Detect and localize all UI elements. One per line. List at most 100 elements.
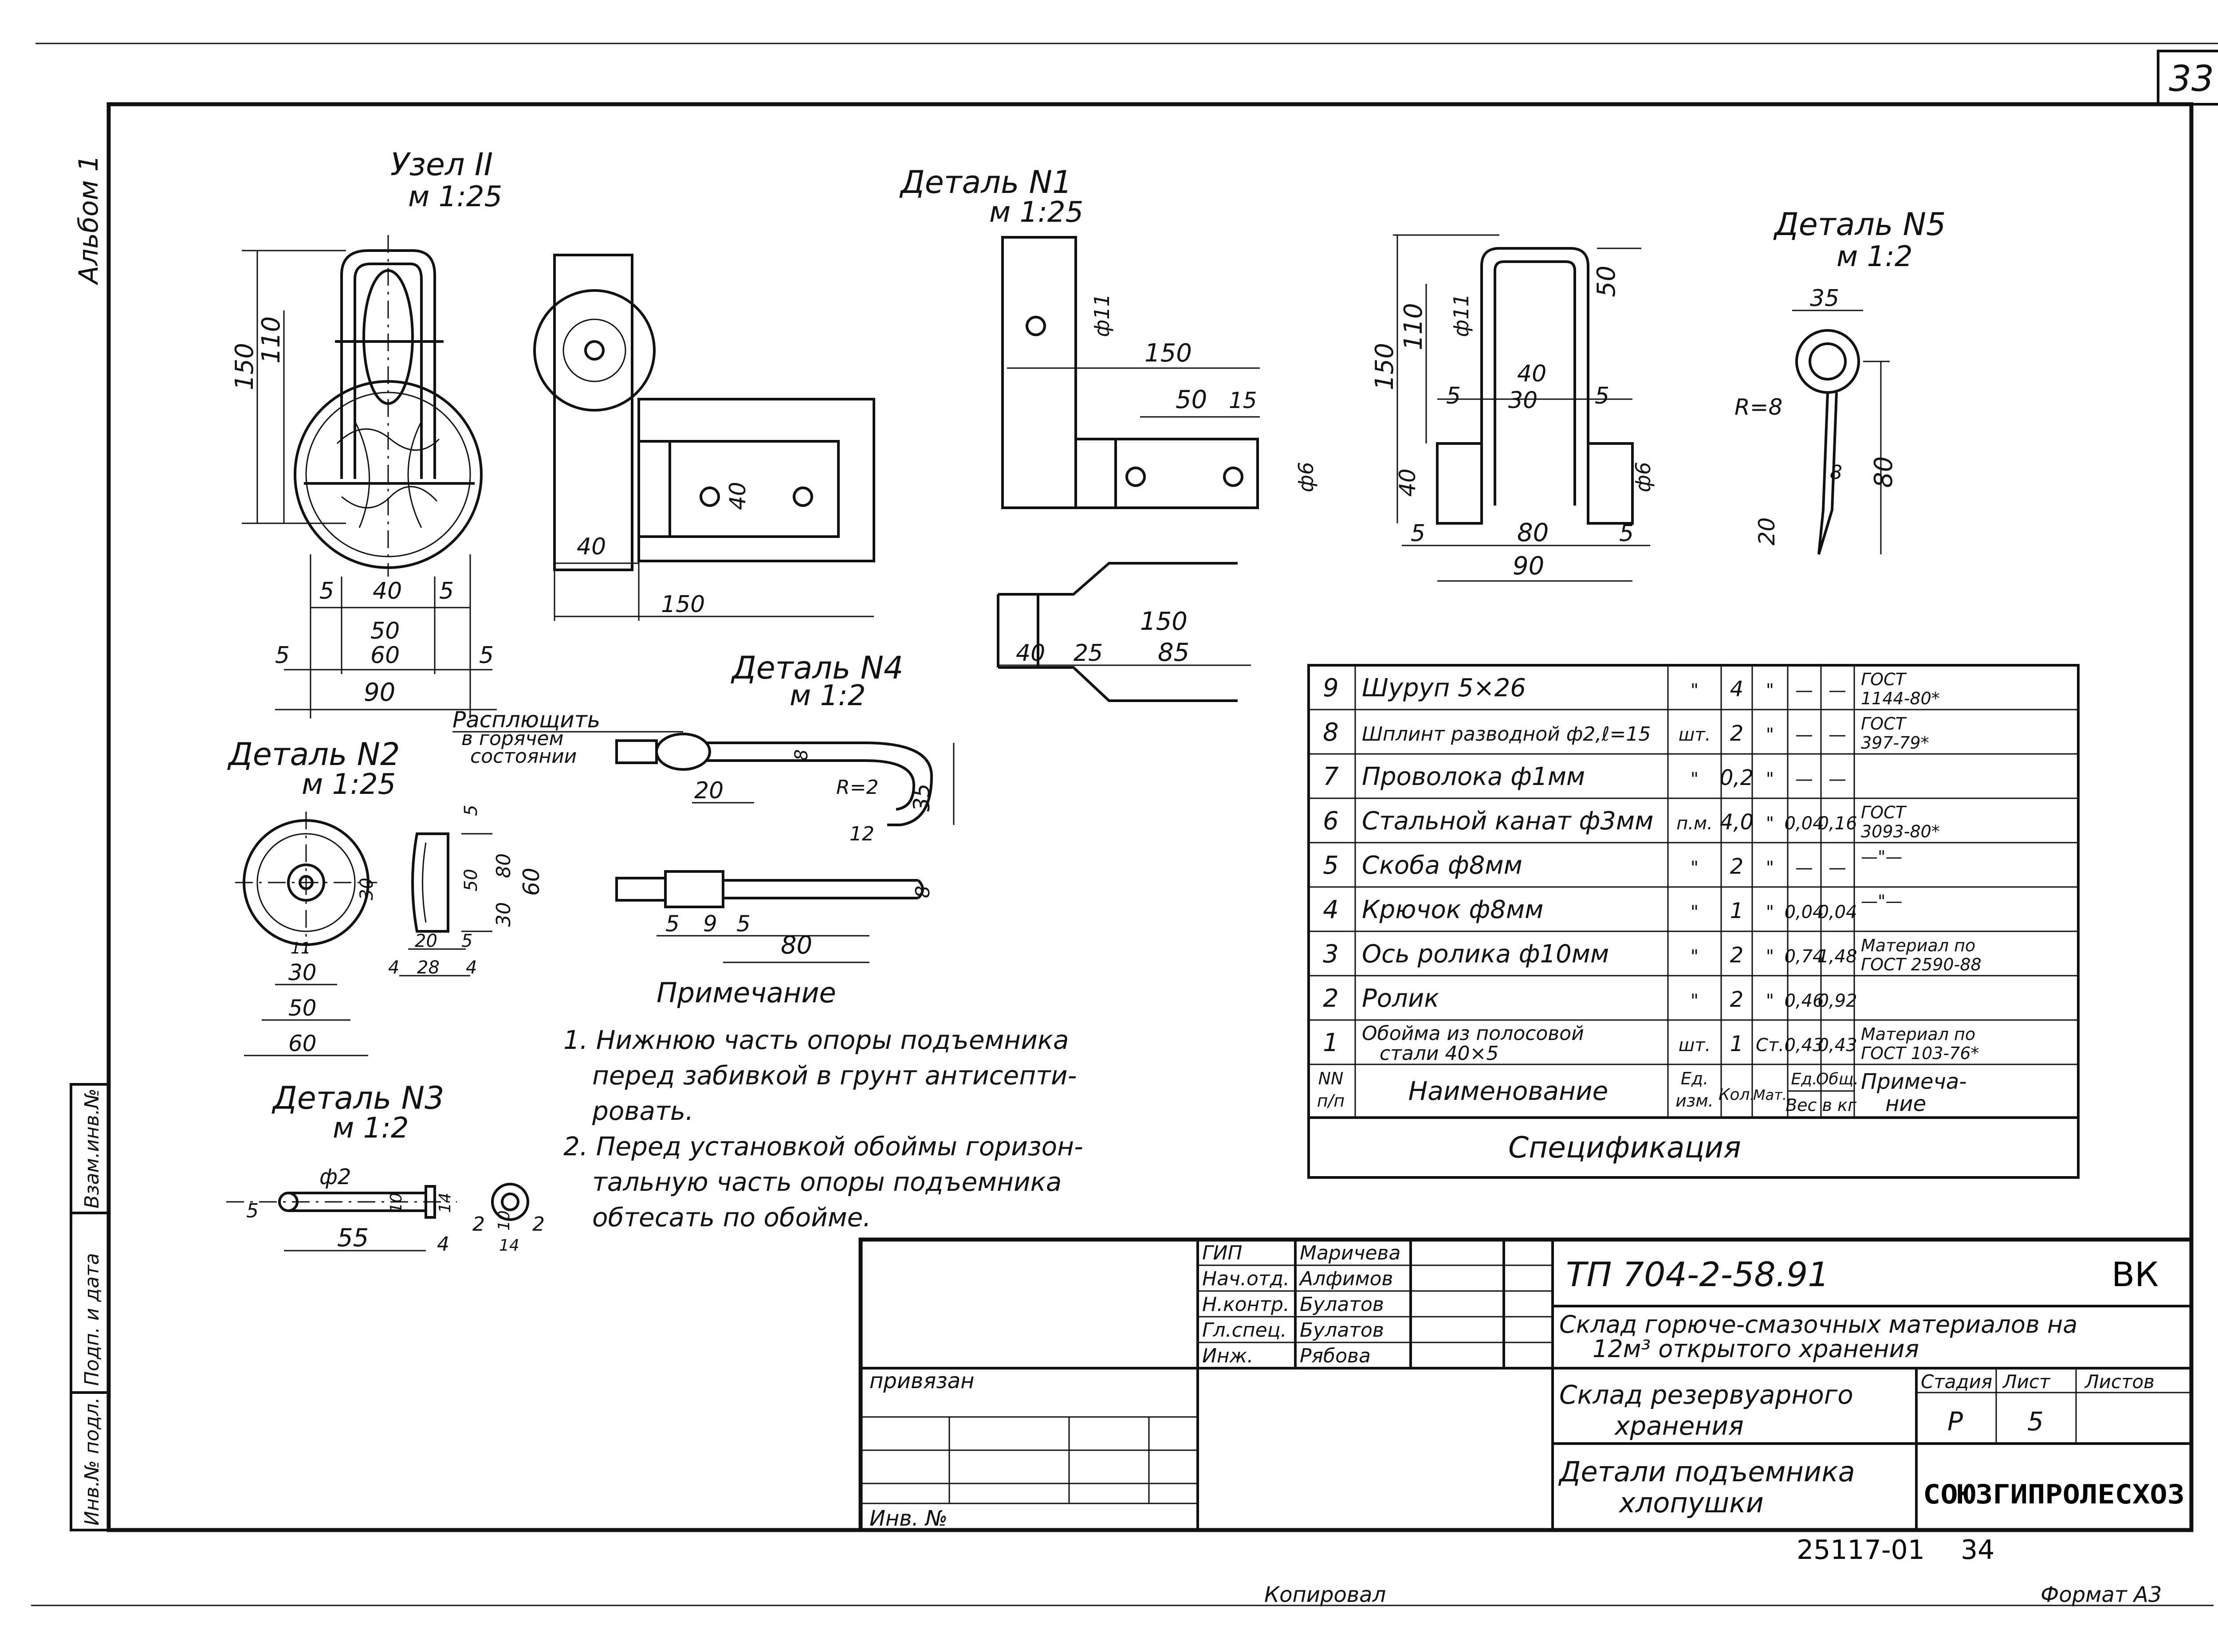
d3-dim-14: 14 (436, 1193, 454, 1213)
n2-dim-50: 50 (370, 618, 400, 644)
spec-row-qty: 2 (1730, 987, 1744, 1012)
page-number: 33 (2169, 58, 2214, 99)
u-dim-5b: 5 (1595, 383, 1609, 409)
archive-number: 25117-01 (1797, 1534, 1925, 1566)
n2-slot-dim-40: 40 (725, 482, 751, 510)
d2-dim-60: 60 (288, 1031, 317, 1056)
spec-row-name: Стальной канат ф3мм (1362, 807, 1653, 836)
note2-line2: тальную часть опоры подъемника (592, 1167, 1062, 1197)
spec-row-note1: ГОСТ (1861, 803, 1907, 822)
sheet-title-line1: Детали подъемника (1558, 1456, 1855, 1488)
d3-dim-r2b: 2 (532, 1213, 545, 1236)
d2-side-dim-50: 50 (461, 869, 481, 891)
spec-head-no1: NN (1318, 1069, 1344, 1088)
d4-dim-r2: R=2 (836, 776, 878, 799)
spec-row-name: Шуруп 5×26 (1362, 674, 1526, 702)
spec-head-wtop: Ед. (1791, 1070, 1817, 1088)
detail1-title: Деталь N1 (899, 164, 1072, 200)
u-dim-40top: 40 (1517, 361, 1546, 387)
spec-row-no: 9 (1323, 674, 1339, 702)
d2-side-dim-4a: 4 (388, 957, 399, 978)
d3-dim-4: 4 (437, 1233, 449, 1256)
spec-row-w2: 1,48 (1817, 946, 1857, 967)
u-dim-90: 90 (1513, 552, 1544, 581)
spec-head-wbot: Вес в кг (1785, 1095, 1857, 1115)
n2-dim-5d: 5 (479, 642, 494, 669)
d2-side-dim-28: 28 (417, 957, 440, 978)
spec-row-w2: 0,16 (1817, 813, 1857, 834)
d2-side-dim-30b: 30 (492, 902, 515, 927)
d2-side-dim-20: 20 (415, 931, 437, 951)
spec-row-name: Ось ролика ф10мм (1362, 940, 1609, 969)
spec-row-w2: — (1829, 680, 1846, 701)
spec-row-w2: 0,04 (1817, 902, 1857, 922)
spec-row-name2: стали 40×5 (1380, 1042, 1498, 1065)
spec-row-w1: — (1795, 680, 1813, 701)
spec-caption: Спецификация (1508, 1130, 1741, 1165)
spec-row-mat: " (1766, 725, 1774, 745)
d5-dim-35: 35 (1810, 285, 1839, 312)
note1-line2: перед забивкой в грунт антисепти- (592, 1060, 1077, 1091)
d1-dim-50: 50 (1176, 385, 1207, 414)
spec-row-qty: 4,0 (1720, 810, 1754, 835)
spec-row-w1: 0,46 (1784, 991, 1824, 1011)
spec-row-name: Обойма из полосовой (1362, 1022, 1584, 1045)
spec-row-note2: ГОСТ 103-76* (1861, 1044, 1979, 1063)
sheet-label: Лист (2002, 1371, 2051, 1393)
spec-row-note1: —"— (1861, 847, 1902, 867)
spec-row-name: Проволока ф1мм (1362, 762, 1585, 791)
detail3-scale: м 1:2 (333, 1112, 409, 1145)
inv-label: Инв. № (869, 1506, 948, 1531)
d2-side-dim-5: 5 (461, 805, 481, 816)
d4-dim-5b: 5 (736, 911, 751, 937)
spec-row-qty: 2 (1730, 943, 1744, 968)
archive-sheet: 34 (1961, 1534, 1994, 1566)
spec-head-name: Наименование (1408, 1076, 1608, 1106)
spec-row-unit: " (1691, 680, 1699, 701)
format-label: Формат А3 (2041, 1582, 2162, 1607)
sheet-title-line2: хлопушки (1618, 1487, 1764, 1519)
spec-row-note2: 397-79* (1861, 733, 1929, 753)
spec-row-w2: 0,43 (1817, 1035, 1857, 1056)
u-dim-80: 80 (1517, 518, 1549, 547)
spec-row-no: 2 (1323, 984, 1339, 1013)
detail3-view: Деталь N3 м 1:2 ф2 10 14 5 55 4 2 10 2 1… (226, 1080, 545, 1256)
d1-dim-150: 150 (1144, 339, 1192, 368)
u-dim-150: 150 (1370, 343, 1399, 390)
u-dim-5d: 5 (1619, 520, 1634, 547)
d4-dim-12: 12 (849, 823, 874, 845)
u-dim-40side: 40 (1395, 468, 1420, 497)
spec-row-unit: п.м. (1676, 813, 1713, 834)
spec-row-mat: " (1766, 858, 1774, 878)
d1-dim-25: 25 (1074, 640, 1103, 667)
spec-row-note2: ГОСТ 2590-88 (1861, 955, 1982, 974)
d2-dim-50: 50 (288, 995, 317, 1021)
page-number-box (2157, 50, 2218, 106)
spec-row-note1: ГОСТ (1861, 670, 1907, 689)
spec-row-qty: 2 (1730, 721, 1744, 746)
node2-scale: м 1:25 (408, 181, 502, 213)
spec-row-w2: — (1829, 858, 1846, 878)
stage-value: Р (1947, 1406, 1963, 1436)
stage-label: Стадия (1921, 1371, 1992, 1393)
detail4-scale: м 1:2 (790, 679, 866, 712)
u-bracket-view: 150 110 ф11 50 40 5 30 5 ф6 40 5 80 5 90 (1370, 234, 1655, 582)
spec-head-unit2: изм. (1675, 1091, 1714, 1110)
d1-dim-40: 40 (1016, 640, 1045, 667)
spec-row-name: Скоба ф8мм (1362, 851, 1522, 880)
node2-view: Узел II м 1:25 150 110 5 40 5 50 5 60 5 … (230, 146, 875, 718)
spec-row-no: 3 (1323, 940, 1339, 969)
d2-side-dim-60: 60 (519, 867, 544, 896)
node2-title: Узел II (390, 146, 493, 183)
d2-dim-11: 11 (291, 939, 311, 957)
d3-dim-r10: 10 (495, 1210, 513, 1231)
spec-row-unit: " (1691, 946, 1699, 967)
signer-role: Н.контр. (1202, 1293, 1290, 1316)
d3-dim-r2a: 2 (472, 1213, 485, 1236)
note1-line3: ровать. (592, 1096, 693, 1126)
doc-code: ТП 704-2-58.91 (1566, 1255, 1829, 1294)
spec-row-mat: " (1766, 813, 1774, 834)
sheets-label: Листов (2084, 1371, 2155, 1393)
